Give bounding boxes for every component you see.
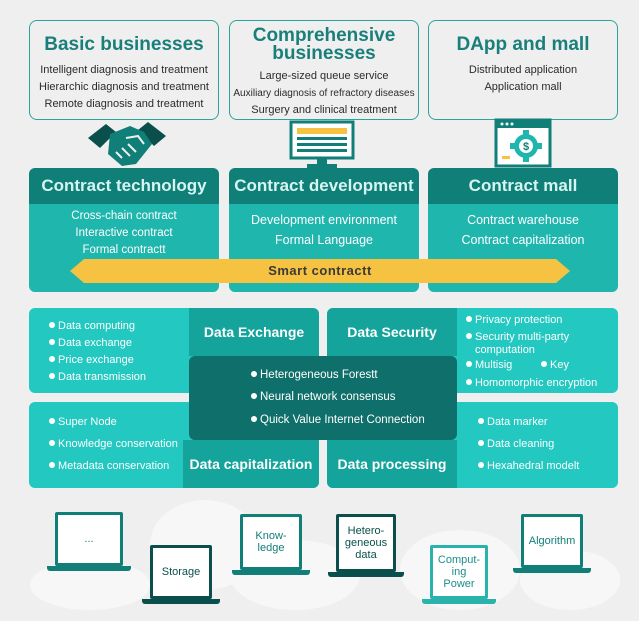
laptop-base xyxy=(328,572,404,577)
data-exchange-item: Data exchange xyxy=(49,337,132,350)
data-security-item: Key xyxy=(541,359,569,372)
core-item: Heterogeneous Forestt xyxy=(251,369,378,382)
contract-technology-item: Cross-chain contract xyxy=(71,210,177,222)
data-capitalization-item: Metadata conservation xyxy=(49,460,169,473)
core-item: Neural network consensus xyxy=(251,391,396,404)
comprehensive-businesses-item: Surgery and clinical treatment xyxy=(251,104,397,116)
contract-mall-title: Contract mall xyxy=(428,168,618,204)
contract-mall-item: Contract warehouse xyxy=(467,213,579,227)
heterogeneous-core-box: Heterogeneous Forestt Neural network con… xyxy=(189,356,457,440)
contract-development-item: Formal Language xyxy=(275,233,373,247)
laptop-screen-label: Hetero- geneous data xyxy=(336,514,396,572)
laptop-screen-label: Storage xyxy=(150,545,212,599)
data-capitalization-label: Data capitalization xyxy=(183,440,319,488)
data-security-item: Security multi-party xyxy=(466,331,569,344)
smart-contract-label: Smart contractt xyxy=(268,263,372,278)
laptop-icon-knowledge: Know- ledge xyxy=(232,514,310,575)
laptop-icon-algorithm: Algorithm xyxy=(513,514,591,573)
basic-businesses-item: Hierarchic diagnosis and treatment xyxy=(39,81,209,93)
data-security-label: Data Security xyxy=(327,308,457,356)
data-security-item: Homomorphic encryption xyxy=(466,377,597,390)
laptop-icon-storage: Storage xyxy=(142,545,220,604)
data-security-item: Multisig xyxy=(466,359,512,372)
laptop-base xyxy=(422,599,496,604)
comprehensive-businesses-box: Comprehensive businesses Large-sized que… xyxy=(229,20,419,120)
contract-technology-title: Contract technology xyxy=(29,168,219,204)
basic-businesses-item: Remote diagnosis and treatment xyxy=(44,98,204,110)
laptop-screen-label: Know- ledge xyxy=(240,514,302,570)
laptop-screen-label: Comput- ing Power xyxy=(430,545,488,599)
laptop-screen-label: Algorithm xyxy=(521,514,583,568)
basic-businesses-item: Intelligent diagnosis and treatment xyxy=(40,64,208,76)
laptop-base xyxy=(513,568,591,573)
basic-businesses-box: Basic businesses Intelligent diagnosis a… xyxy=(29,20,219,120)
dapp-mall-box: DApp and mall Distributed application Ap… xyxy=(428,20,618,120)
dapp-mall-item: Application mall xyxy=(484,81,562,93)
laptop-icon-heterogeneous-data: Hetero- geneous data xyxy=(328,514,404,577)
data-processing-item: Data marker xyxy=(478,416,548,429)
comprehensive-businesses-item: Large-sized queue service xyxy=(259,70,389,82)
core-item: Quick Value Internet Connection xyxy=(251,414,425,427)
data-processing-item: Data cleaning xyxy=(478,438,554,451)
laptop-base xyxy=(142,599,220,604)
contract-development-item: Development environment xyxy=(251,213,397,227)
handshake-icon xyxy=(88,122,166,166)
data-exchange-item: Data transmission xyxy=(49,371,146,384)
data-capitalization-item: Knowledge conservation xyxy=(49,438,178,451)
contract-technology-item: Formal contractt xyxy=(82,244,166,256)
svg-text:$: $ xyxy=(523,141,529,153)
contract-mall-item: Contract capitalization xyxy=(461,233,585,247)
basic-businesses-title: Basic businesses xyxy=(44,34,204,55)
smart-contract-arrow xyxy=(70,259,570,283)
settings-window-icon: $ xyxy=(494,118,552,168)
data-exchange-label: Data Exchange xyxy=(189,308,319,356)
comprehensive-businesses-item: Auxiliary diagnosis of refractory diseas… xyxy=(233,88,415,99)
data-processing-label: Data processing xyxy=(327,440,457,488)
laptop-icon-computing-power: Comput- ing Power xyxy=(422,545,496,604)
dapp-mall-title: DApp and mall xyxy=(456,34,590,55)
data-security-item: computation xyxy=(475,344,535,356)
laptop-screen-label: ... xyxy=(55,512,123,566)
data-security-item: Privacy protection xyxy=(466,314,562,327)
data-capitalization-item: Super Node xyxy=(49,416,117,429)
laptop-base xyxy=(232,570,310,575)
contract-technology-item: Interactive contract xyxy=(75,227,173,239)
data-processing-item: Hexahedral modelt xyxy=(478,460,579,473)
laptop-base xyxy=(47,566,131,571)
contract-development-title: Contract development xyxy=(229,168,419,204)
comprehensive-businesses-title: Comprehensive businesses xyxy=(252,25,396,64)
data-exchange-item: Data computing xyxy=(49,320,135,333)
monitor-icon xyxy=(289,120,355,168)
dapp-mall-item: Distributed application xyxy=(468,64,578,76)
laptop-icon-ellipsis: ... xyxy=(47,512,131,571)
data-exchange-item: Price exchange xyxy=(49,354,134,367)
